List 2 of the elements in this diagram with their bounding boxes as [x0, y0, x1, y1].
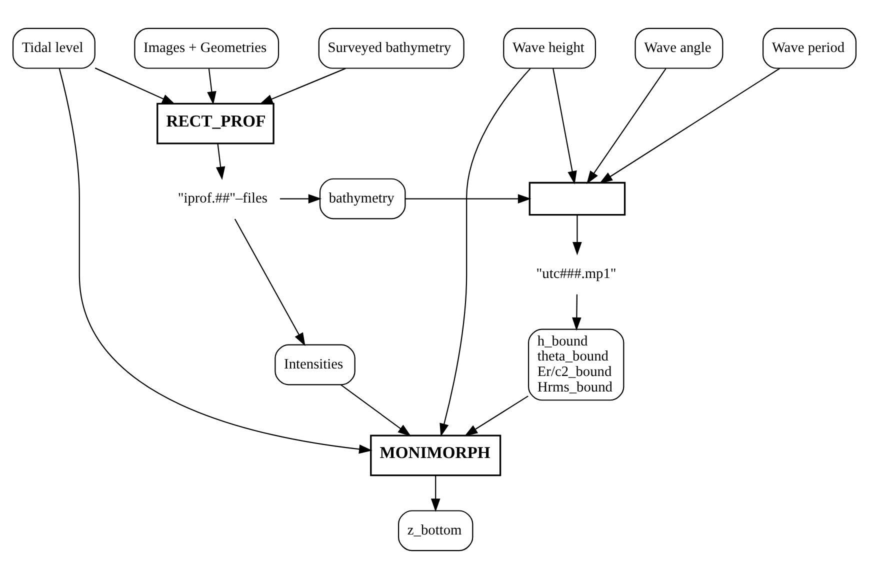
node-text: "utc###.mp1" [536, 266, 616, 282]
node-text: "iprof.##"–files [178, 190, 268, 207]
